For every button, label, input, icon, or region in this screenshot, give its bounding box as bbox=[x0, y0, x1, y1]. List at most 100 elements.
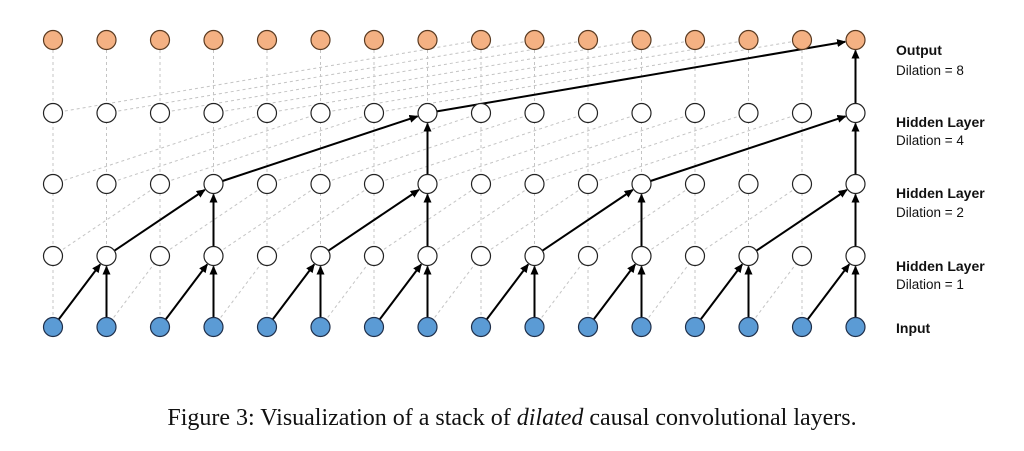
hidden1-node bbox=[738, 245, 759, 267]
hidden1-node bbox=[149, 245, 171, 267]
input-node bbox=[203, 316, 224, 338]
faint-edge-diagonal bbox=[159, 39, 589, 114]
faint-connections bbox=[52, 39, 856, 328]
hidden1-node bbox=[363, 245, 385, 267]
arrow-edge bbox=[113, 189, 206, 252]
hidden1-dilation-label: Dilation = 1 bbox=[896, 277, 964, 292]
arrow-edge bbox=[755, 189, 848, 252]
hidden3-node bbox=[738, 102, 759, 124]
arrow-edge bbox=[806, 263, 850, 321]
output-node bbox=[470, 29, 492, 51]
faint-edge-diagonal bbox=[427, 255, 482, 328]
caption-suffix: causal convolutional layers. bbox=[583, 405, 857, 431]
neurons bbox=[42, 29, 866, 338]
hidden1-node bbox=[631, 245, 652, 267]
arrow-edge bbox=[327, 189, 420, 252]
faint-edge-diagonal bbox=[534, 255, 589, 328]
faint-edge-diagonal bbox=[480, 112, 696, 185]
arrow-edge bbox=[650, 115, 847, 182]
faint-edge-diagonal bbox=[320, 39, 749, 114]
faint-edge-diagonal bbox=[641, 255, 696, 328]
hidden2-node bbox=[417, 173, 438, 195]
input-node bbox=[417, 316, 438, 338]
output-node bbox=[738, 29, 759, 51]
hidden3-node bbox=[42, 102, 64, 124]
hidden1-node bbox=[845, 245, 866, 267]
output-label: Output bbox=[896, 42, 942, 58]
hidden1-node bbox=[684, 245, 706, 267]
hidden3-dilation-label: Dilation = 4 bbox=[896, 133, 964, 148]
hidden2-node bbox=[684, 173, 706, 195]
hidden3-node bbox=[363, 102, 385, 124]
hidden2-node bbox=[631, 173, 652, 195]
hidden2-node bbox=[203, 173, 224, 195]
faint-edge-diagonal bbox=[213, 39, 642, 114]
hidden1-node bbox=[310, 245, 331, 267]
hidden2-dilation-label: Dilation = 2 bbox=[896, 205, 964, 220]
hidden2-label: Hidden Layer bbox=[896, 185, 985, 201]
arrow-edge bbox=[222, 115, 419, 182]
input-node bbox=[738, 316, 759, 338]
hidden3-node bbox=[470, 102, 492, 124]
output-node bbox=[42, 29, 64, 51]
arrow-edge bbox=[485, 263, 529, 321]
faint-edge-diagonal bbox=[427, 112, 642, 185]
output-node bbox=[417, 29, 438, 51]
input-node bbox=[524, 316, 545, 338]
hidden2-node bbox=[738, 173, 759, 195]
arrow-edge bbox=[378, 263, 422, 321]
faint-edge-diagonal bbox=[159, 112, 375, 185]
input-node bbox=[363, 316, 385, 338]
hidden1-node bbox=[470, 245, 492, 267]
faint-edge-diagonal bbox=[373, 39, 803, 114]
output-node bbox=[631, 29, 652, 51]
input-node bbox=[791, 316, 813, 338]
arrow-edge bbox=[57, 263, 101, 321]
hidden3-node bbox=[791, 102, 813, 124]
hidden2-node bbox=[310, 173, 331, 195]
caption-prefix: Figure 3: Visualization of a stack of bbox=[167, 405, 517, 431]
faint-edge-diagonal bbox=[748, 255, 803, 328]
output-node bbox=[684, 29, 706, 51]
input-node bbox=[577, 316, 599, 338]
input-node bbox=[310, 316, 331, 338]
hidden3-node bbox=[524, 102, 545, 124]
hidden2-node bbox=[149, 173, 171, 195]
output-node bbox=[203, 29, 224, 51]
hidden1-node bbox=[203, 245, 224, 267]
arrow-edge bbox=[271, 263, 315, 321]
hidden1-node bbox=[42, 245, 64, 267]
output-node bbox=[791, 29, 813, 51]
arrow-edge bbox=[592, 263, 636, 321]
faint-edge-diagonal bbox=[587, 112, 803, 185]
faint-edge-diagonal bbox=[213, 255, 268, 328]
input-node bbox=[845, 316, 866, 338]
hidden1-node bbox=[96, 245, 117, 267]
hidden3-node bbox=[310, 102, 331, 124]
hidden3-node bbox=[256, 102, 278, 124]
highlighted-connections bbox=[57, 39, 860, 321]
faint-edge-diagonal bbox=[320, 112, 535, 185]
hidden3-node bbox=[577, 102, 599, 124]
faint-edge-diagonal bbox=[106, 39, 535, 114]
hidden1-node bbox=[417, 245, 438, 267]
faint-edge-diagonal bbox=[373, 112, 589, 185]
hidden1-label: Hidden Layer bbox=[896, 258, 985, 274]
hidden3-node bbox=[417, 102, 438, 124]
arrow-edge bbox=[541, 189, 634, 252]
hidden2-node bbox=[845, 173, 866, 195]
faint-edge-diagonal bbox=[106, 255, 161, 328]
hidden3-node bbox=[96, 102, 117, 124]
output-node bbox=[577, 29, 599, 51]
input-node bbox=[631, 316, 652, 338]
arrow-edge bbox=[164, 263, 208, 321]
faint-edge-diagonal bbox=[52, 39, 482, 114]
hidden3-node bbox=[631, 102, 652, 124]
output-dilation-label: Dilation = 8 bbox=[896, 63, 964, 78]
hidden2-node bbox=[577, 173, 599, 195]
faint-edge-diagonal bbox=[266, 112, 482, 185]
hidden3-node bbox=[149, 102, 171, 124]
figure-caption: Figure 3: Visualization of a stack of di… bbox=[0, 405, 1024, 432]
arrow-edge bbox=[436, 39, 847, 113]
hidden2-node bbox=[791, 173, 813, 195]
